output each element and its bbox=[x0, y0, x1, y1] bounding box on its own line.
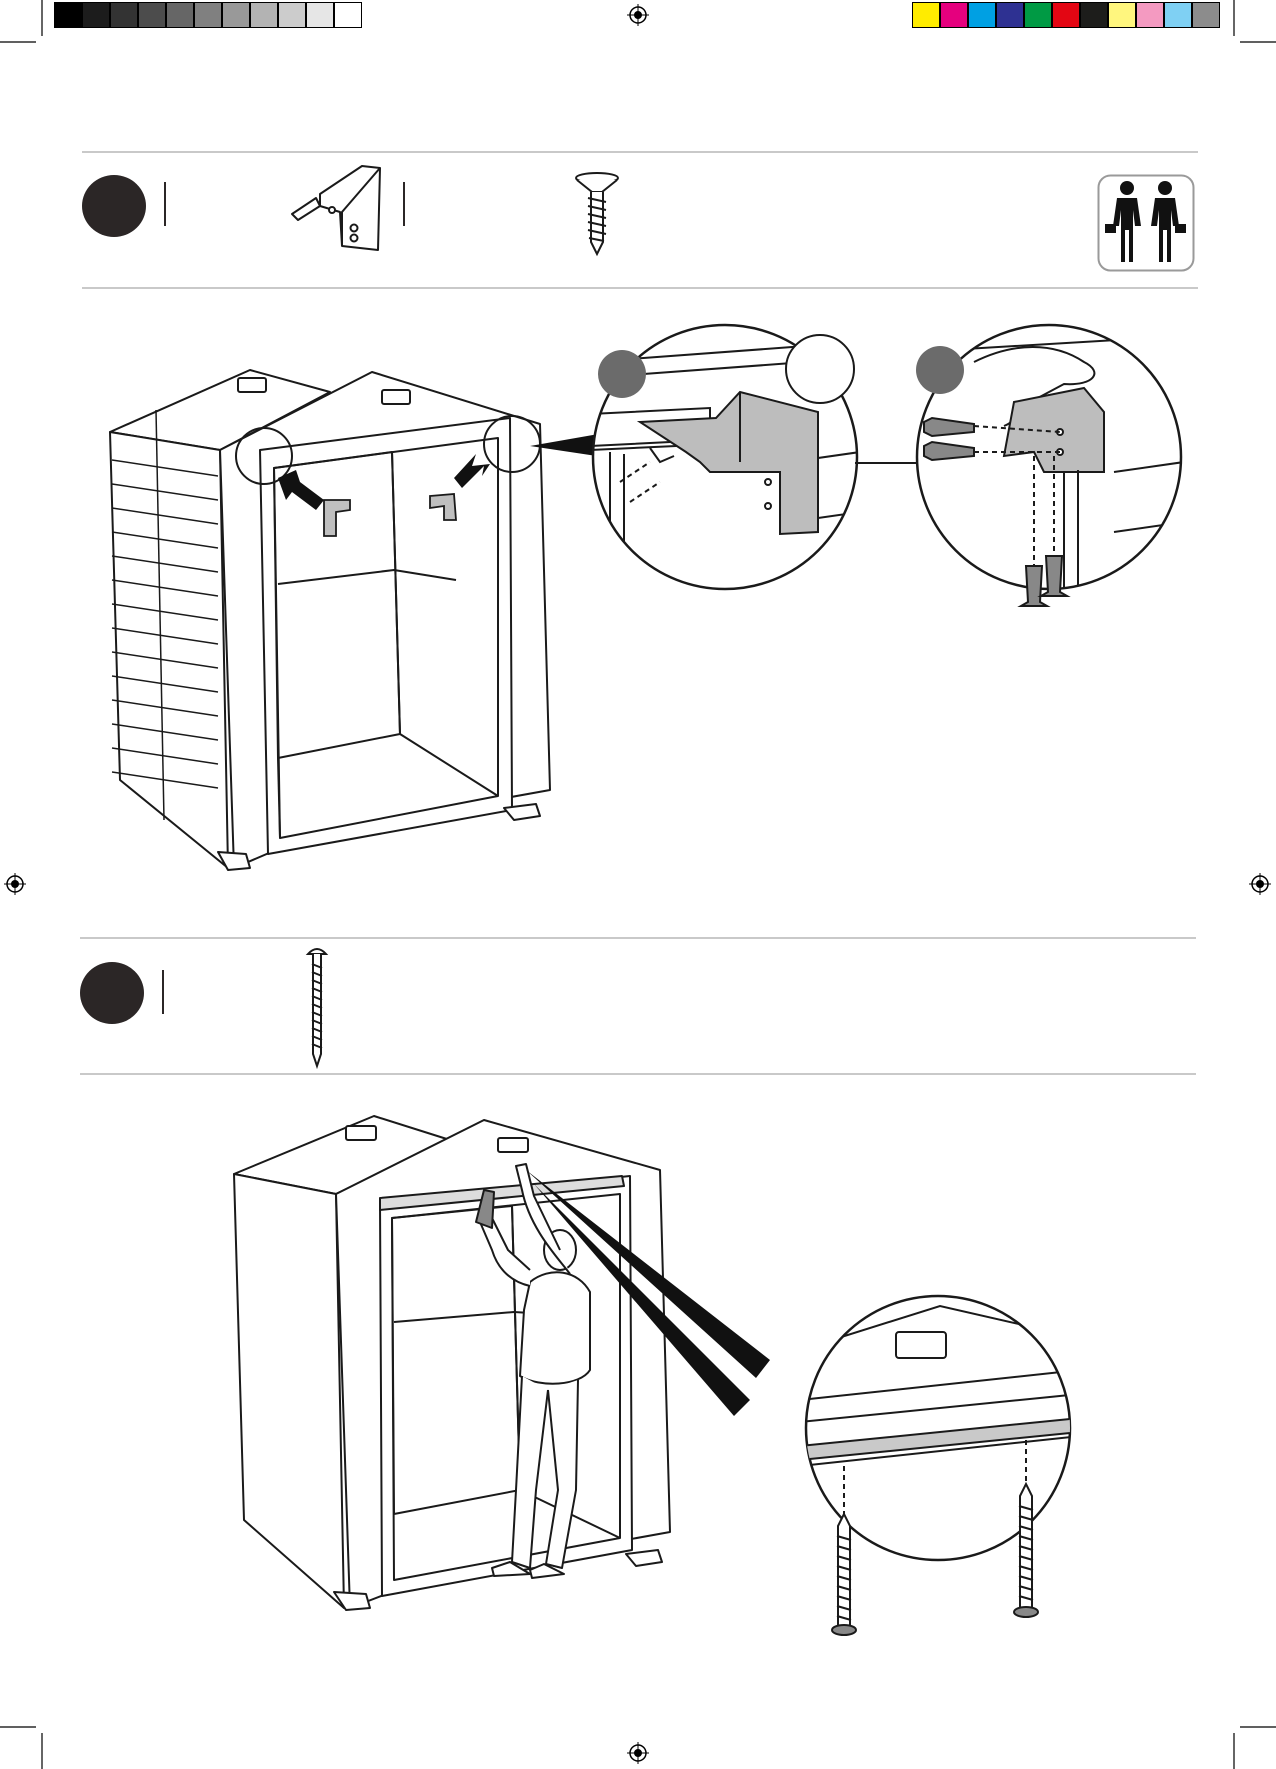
detail-badge-empty bbox=[783, 332, 857, 406]
color-swatch bbox=[968, 2, 996, 28]
color-swatch bbox=[1136, 2, 1164, 28]
color-swatch bbox=[940, 2, 968, 28]
step-a-top-rule bbox=[82, 151, 1198, 153]
color-swatch bbox=[1080, 2, 1108, 28]
step-b-divider bbox=[162, 970, 164, 1014]
step-a-bottom-rule bbox=[82, 287, 1198, 289]
two-persons-icon bbox=[1097, 174, 1195, 272]
gray-swatch bbox=[194, 2, 222, 28]
shed-illustration-step-a bbox=[100, 360, 560, 880]
gray-swatch bbox=[222, 2, 250, 28]
gray-swatch bbox=[138, 2, 166, 28]
registration-mark-top bbox=[627, 4, 649, 26]
registration-mark-right bbox=[1249, 873, 1271, 895]
color-swatch bbox=[1052, 2, 1080, 28]
color-swatch bbox=[1192, 2, 1220, 28]
step-b-bottom-rule bbox=[80, 1073, 1196, 1075]
step-b-number-dot bbox=[80, 962, 144, 1024]
step-a-divider-1 bbox=[164, 182, 166, 226]
countersunk-screw-part-icon bbox=[574, 172, 620, 256]
gray-swatch bbox=[306, 2, 334, 28]
corner-bracket-part-icon bbox=[290, 162, 386, 252]
detail-circle-header-screws bbox=[800, 1290, 1080, 1650]
gray-swatch bbox=[334, 2, 362, 28]
step-b-top-rule bbox=[80, 937, 1196, 939]
gray-swatch bbox=[278, 2, 306, 28]
gray-swatch bbox=[250, 2, 278, 28]
detail-connector-line bbox=[855, 460, 921, 466]
gray-swatch bbox=[54, 2, 82, 28]
color-swatch bbox=[912, 2, 940, 28]
color-swatch bbox=[1164, 2, 1192, 28]
detail-circle-bracket-screwing bbox=[914, 322, 1184, 612]
step-a-number-dot bbox=[82, 175, 146, 237]
registration-mark-left bbox=[4, 873, 26, 895]
gray-swatch bbox=[82, 2, 110, 28]
color-swatch bbox=[1108, 2, 1136, 28]
long-screw-part-icon bbox=[306, 944, 328, 1068]
gray-swatch bbox=[166, 2, 194, 28]
registration-mark-bottom bbox=[627, 1742, 649, 1764]
color-swatch bbox=[1024, 2, 1052, 28]
shed-illustration-step-b bbox=[230, 1110, 690, 1630]
gray-swatch bbox=[110, 2, 138, 28]
color-swatch bbox=[996, 2, 1024, 28]
step-a-divider-2 bbox=[403, 182, 405, 226]
